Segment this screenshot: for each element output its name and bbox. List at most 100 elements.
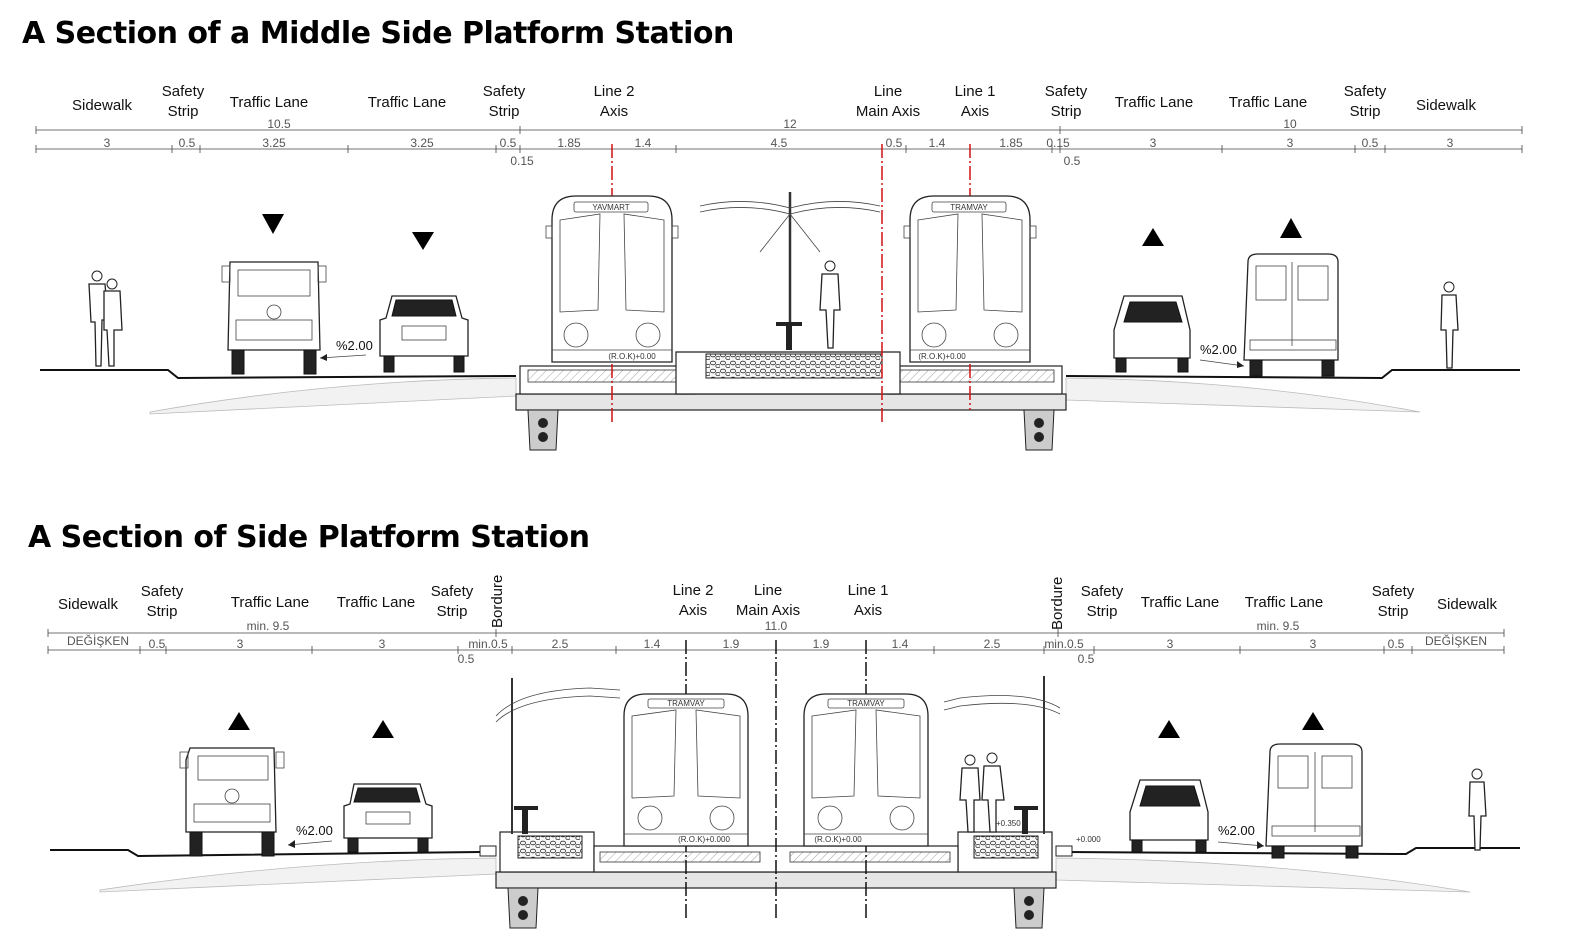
section1-title: A Section of a Middle Side Platform Stat… <box>22 16 734 51</box>
s1-label-traffic-lane-2: Traffic Lane <box>368 94 446 111</box>
section1-dimensions: 10.5 12 10 3 0.5 3.25 3.25 0.5 1.85 1.4 … <box>35 117 1523 168</box>
svg-text:%2.00: %2.00 <box>1200 342 1237 357</box>
s2-label-sidewalk-l: Sidewalk <box>58 596 119 613</box>
svg-text:+0.000: +0.000 <box>1076 835 1101 844</box>
svg-text:1.85: 1.85 <box>999 136 1023 150</box>
s2-truck-icon <box>179 747 285 857</box>
s2-label-bordure-left: Bordure <box>489 575 506 628</box>
s1-slope-right: %2.00 <box>1199 342 1245 368</box>
s1-truck-icon <box>221 261 327 375</box>
svg-text:%2.00: %2.00 <box>296 823 333 838</box>
svg-text:12: 12 <box>783 117 797 131</box>
s2-tram-right-icon: TRAMVAY (R.O.K)+0.00 <box>803 693 929 847</box>
svg-text:0.15: 0.15 <box>1046 136 1070 150</box>
svg-text:3: 3 <box>1167 637 1174 651</box>
svg-text:DEĞİŞKEN: DEĞİŞKEN <box>1425 633 1487 648</box>
s1-direction-triangle-icons <box>262 214 1302 250</box>
svg-text:min. 9.5: min. 9.5 <box>1257 619 1300 633</box>
s2-car-right-icon <box>1129 779 1209 853</box>
svg-text:1.4: 1.4 <box>635 136 652 150</box>
svg-text:(R.O.K)+0.00: (R.O.K)+0.00 <box>918 352 966 361</box>
svg-text:2.5: 2.5 <box>984 637 1001 651</box>
s1-label-traffic-lane-3: Traffic Lane <box>1115 94 1193 111</box>
svg-text:2.5: 2.5 <box>552 637 569 651</box>
s1-car-right-icon <box>1113 295 1191 373</box>
svg-text:0.5: 0.5 <box>1362 136 1379 150</box>
s1-tram-left-icon: YAVMART (R.O.K)+0.00 <box>545 195 679 363</box>
section2-ground <box>50 831 1520 929</box>
svg-text:4.5: 4.5 <box>771 136 788 150</box>
s1-label-sidewalk-l: Sidewalk <box>72 97 133 114</box>
s1-label-sidewalk-r: Sidewalk <box>1416 97 1477 114</box>
svg-text:0.5: 0.5 <box>500 136 517 150</box>
svg-text:1.9: 1.9 <box>723 637 740 651</box>
svg-text:min.0.5: min.0.5 <box>468 637 508 651</box>
s2-canopy-left-icon <box>495 678 621 834</box>
svg-text:TRAMVAY: TRAMVAY <box>847 699 885 708</box>
s2-van-icon <box>1265 743 1363 859</box>
svg-text:+0.350: +0.350 <box>996 819 1021 828</box>
svg-text:%2.00: %2.00 <box>1218 823 1255 838</box>
svg-text:TRAMVAY: TRAMVAY <box>950 203 988 212</box>
s2-direction-triangle-icons <box>228 712 1324 738</box>
s2-slope-left: %2.00 <box>287 823 333 848</box>
svg-text:0.5: 0.5 <box>1388 637 1405 651</box>
svg-text:min. 9.5: min. 9.5 <box>247 619 290 633</box>
s2-car-left-icon <box>343 783 433 853</box>
svg-text:1.4: 1.4 <box>929 136 946 150</box>
svg-text:1.85: 1.85 <box>557 136 581 150</box>
s2-label-traffic-lane-4: Traffic Lane <box>1245 594 1323 611</box>
svg-text:3: 3 <box>237 637 244 651</box>
svg-text:3: 3 <box>1447 136 1454 150</box>
svg-text:3: 3 <box>379 637 386 651</box>
svg-text:(R.O.K)+0.00: (R.O.K)+0.00 <box>608 352 656 361</box>
s1-slope-left: %2.00 <box>319 338 373 361</box>
svg-text:0.5: 0.5 <box>1078 652 1095 666</box>
svg-text:3: 3 <box>1150 136 1157 150</box>
svg-text:%2.00: %2.00 <box>336 338 373 353</box>
s2-label-bordure-right: Bordure <box>1049 577 1066 630</box>
svg-text:min.0.5: min.0.5 <box>1044 637 1084 651</box>
svg-text:YAVMART: YAVMART <box>592 203 629 212</box>
svg-text:TRAMVAY: TRAMVAY <box>667 699 705 708</box>
svg-text:0.5: 0.5 <box>886 136 903 150</box>
svg-text:0.5: 0.5 <box>458 652 475 666</box>
svg-text:DEĞİŞKEN: DEĞİŞKEN <box>67 633 129 648</box>
svg-text:0.15: 0.15 <box>510 154 534 168</box>
s2-label-traffic-lane-1: Traffic Lane <box>231 594 309 611</box>
s1-tram-right-icon: TRAMVAY (R.O.K)+0.00 <box>903 195 1037 363</box>
s2-label-traffic-lane-2: Traffic Lane <box>337 594 415 611</box>
svg-text:3: 3 <box>1287 136 1294 150</box>
s2-pedestrian-icon: +0.350 +0.000 <box>959 752 1487 851</box>
s2-label-sidewalk-r: Sidewalk <box>1437 596 1498 613</box>
s1-label-traffic-lane-4: Traffic Lane <box>1229 94 1307 111</box>
svg-text:0.5: 0.5 <box>1064 154 1081 168</box>
svg-text:0.5: 0.5 <box>179 136 196 150</box>
s1-van-icon <box>1243 253 1339 377</box>
section1-ground <box>40 351 1520 451</box>
s1-pedestrian-icon <box>88 260 1459 369</box>
svg-text:3.25: 3.25 <box>410 136 434 150</box>
svg-text:0.5: 0.5 <box>149 637 166 651</box>
svg-text:3: 3 <box>104 136 111 150</box>
s2-canopy-right-icon <box>943 676 1061 834</box>
svg-text:3: 3 <box>1310 637 1317 651</box>
svg-text:10: 10 <box>1283 117 1297 131</box>
svg-text:(R.O.K)+0.00: (R.O.K)+0.00 <box>814 835 862 844</box>
